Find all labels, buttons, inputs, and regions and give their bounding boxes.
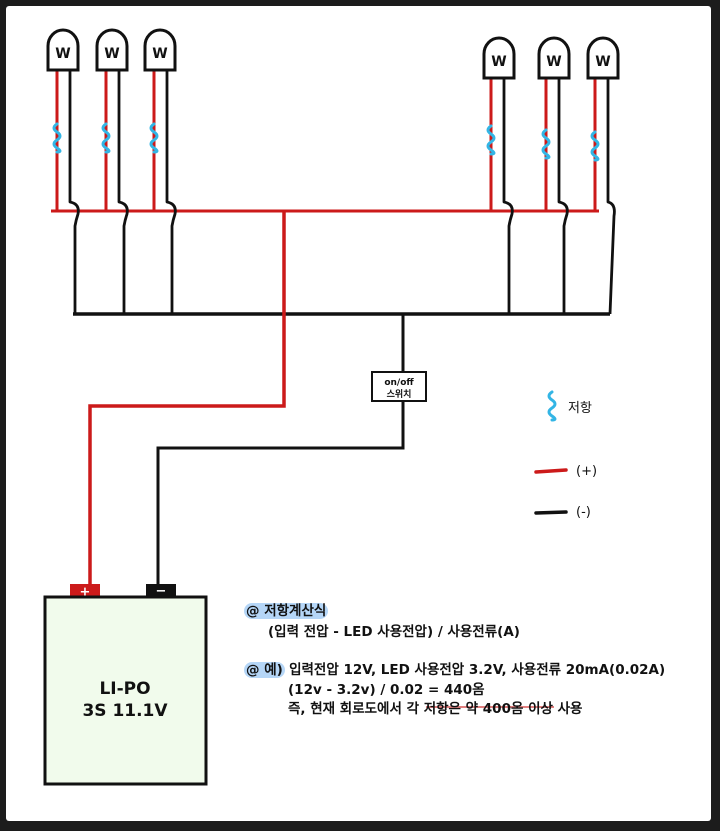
led-2-icon	[95, 28, 129, 72]
led-5-icon	[537, 36, 571, 80]
example-line2: (12v - 3.2v) / 0.02 = 440옴	[288, 682, 485, 698]
example-line3: 즉, 현재 회로도에서 각 저항은 약 400옴 이상 사용	[288, 701, 583, 717]
onoff-switch[interactable]	[371, 371, 427, 402]
led-5-label: W	[546, 54, 561, 70]
resistors	[52, 122, 600, 162]
battery-plus-label: +	[80, 585, 91, 600]
circuit-diagram: W W W W W W on/off 스위치	[43, 28, 620, 786]
battery-label-line1: LI-PO	[99, 679, 150, 699]
formula-text: (입력 전압 - LED 사용전압) / 사용전류(A)	[268, 624, 520, 640]
example-title-line: @ 예) 입력전압 12V, LED 사용전압 3.2V, 사용전류 20mA(…	[244, 658, 665, 678]
led-6-icon	[586, 36, 620, 80]
battery-plus-terminal	[70, 584, 100, 597]
led-cathode-wires	[68, 70, 616, 315]
legend-positive-line	[534, 468, 568, 474]
legend-negative-label: (-)	[576, 505, 591, 520]
formula-title: @ 저항계산식	[244, 603, 329, 619]
resistor-3-icon	[149, 122, 159, 154]
led-3-label: W	[152, 46, 167, 62]
example-line1: 입력전압 12V, LED 사용전압 3.2V, 사용전류 20mA(0.02A…	[289, 662, 666, 678]
battery-minus-terminal	[146, 584, 176, 597]
battery-negative-wire	[156, 314, 405, 586]
resistor-6-icon	[590, 130, 600, 162]
resistor-1-icon	[52, 122, 62, 154]
battery-body	[43, 595, 208, 786]
led-1-label: W	[55, 46, 70, 62]
led-3-icon	[143, 28, 177, 72]
led-group-right	[482, 36, 620, 80]
legend-positive-label: (+)	[576, 464, 597, 479]
legend-resistor-icon	[547, 390, 557, 422]
battery-label-line2: 3S 11.1V	[82, 701, 168, 721]
led-4-label: W	[491, 54, 506, 70]
led-2-label: W	[104, 46, 119, 62]
resistor-2-icon	[101, 122, 111, 154]
led-4-icon	[482, 36, 516, 80]
legend-negative-line	[534, 510, 568, 515]
resistor-4-icon	[486, 124, 496, 156]
led-6-label: W	[595, 54, 610, 70]
resistor-5-icon	[541, 128, 551, 160]
battery-minus-label: −	[156, 584, 167, 599]
battery-positive-wire	[88, 211, 286, 586]
led-group-left	[46, 28, 177, 72]
led-1-icon	[46, 28, 80, 72]
legend-resistor-label: 저항	[568, 401, 592, 416]
example-title: @ 예)	[244, 662, 285, 678]
led-anode-wires	[55, 70, 597, 211]
switch-label-line1: on/off	[384, 378, 414, 388]
switch-label-line2: 스위치	[387, 388, 412, 400]
diagram-canvas: W W W W W W on/off 스위치	[6, 6, 711, 821]
